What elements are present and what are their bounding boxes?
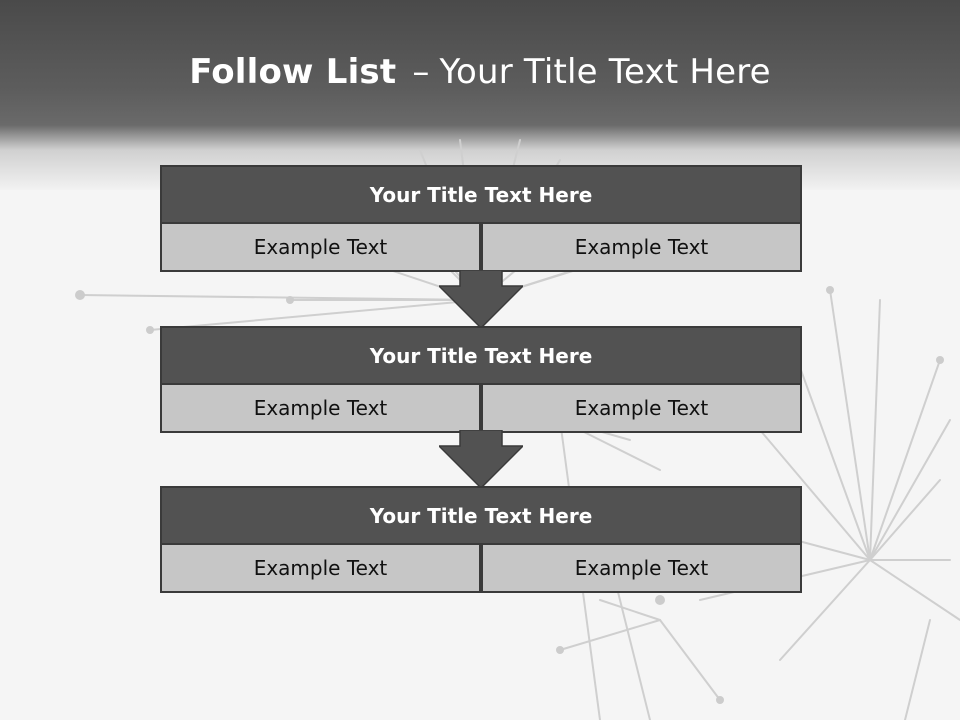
header-band: [0, 0, 960, 190]
list-block-3: Your Title Text Here Example Text Exampl…: [160, 486, 802, 593]
block-left-cell: Example Text: [160, 222, 481, 272]
slide-title-bold: Follow List: [189, 52, 397, 92]
block-right-cell: Example Text: [481, 222, 802, 272]
down-arrow-icon: [439, 270, 523, 330]
block-heading: Your Title Text Here: [160, 326, 802, 385]
slide-title-text: Your Title Text Here: [439, 52, 771, 92]
slide-title-separator: –: [412, 52, 430, 92]
block-right-cell: Example Text: [481, 383, 802, 433]
list-block-2: Your Title Text Here Example Text Exampl…: [160, 326, 802, 433]
block-left-cell: Example Text: [160, 543, 481, 593]
block-right-cell: Example Text: [481, 543, 802, 593]
list-block-1: Your Title Text Here Example Text Exampl…: [160, 165, 802, 272]
block-heading: Your Title Text Here: [160, 486, 802, 545]
block-left-cell: Example Text: [160, 383, 481, 433]
block-heading: Your Title Text Here: [160, 165, 802, 224]
down-arrow-icon: [439, 430, 523, 490]
slide-title: Follow List–Your Title Text Here: [0, 52, 960, 92]
